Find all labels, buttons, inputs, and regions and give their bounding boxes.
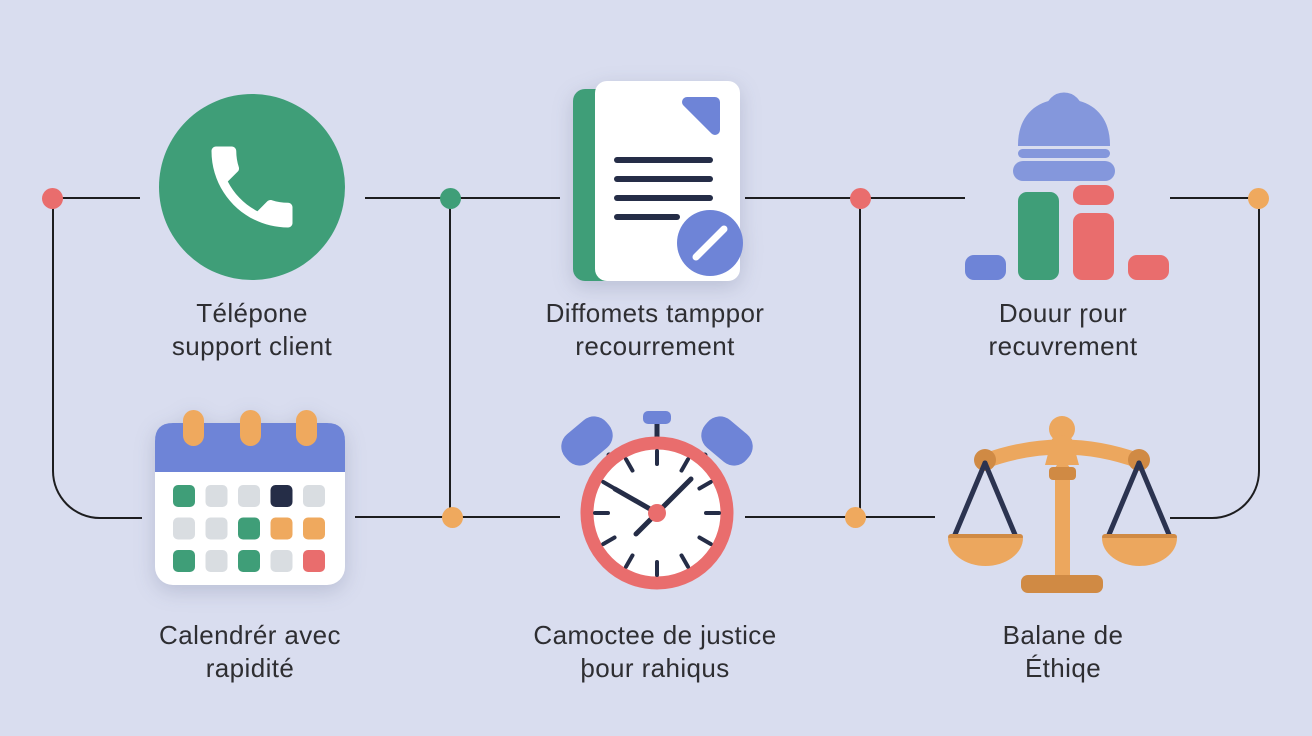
label-line: recuvrement: [988, 331, 1138, 361]
stamp-dome: [1018, 99, 1110, 146]
connector-line: [859, 198, 861, 517]
clock-ticks: [593, 449, 721, 577]
stopwatch-icon: [561, 411, 753, 590]
label-line: Télépone: [196, 298, 308, 328]
connector-curve: [52, 198, 142, 519]
label-stopwatch: Camoctee de justice þour rahiqus: [465, 619, 845, 685]
right-pan: [1102, 538, 1177, 566]
folded-corner: [682, 97, 720, 135]
label-line: Balane de: [1002, 620, 1124, 650]
calendar-day-cells: [173, 485, 325, 572]
connector-line: [365, 197, 560, 199]
stamp-chart-icon: [965, 92, 1169, 280]
label-line: Diffomets tamppor: [545, 298, 765, 328]
scale-base: [1021, 575, 1103, 593]
label-line: þour rahiqus: [580, 653, 730, 683]
label-line: Éthiqe: [1024, 653, 1102, 683]
stamp-base-top: [1018, 149, 1110, 158]
label-line: Calendrér avec: [159, 620, 341, 650]
connector-dot: [442, 507, 463, 528]
phone-handset-glyph: [211, 146, 293, 228]
top-button: [643, 411, 671, 424]
beam-end-left: [974, 449, 996, 471]
calendar-icon: [155, 410, 345, 585]
scale-neck: [1045, 435, 1079, 465]
beam-end-right: [1128, 449, 1150, 471]
connector-curve: [1170, 198, 1260, 519]
document-text-lines: [614, 157, 713, 220]
connector-dot: [850, 188, 871, 209]
label-phone: Télépone support client: [62, 297, 442, 363]
label-line: rapidité: [205, 653, 295, 683]
post-collar: [1049, 467, 1076, 480]
pan-strings: [951, 460, 1173, 540]
right-bell: [701, 416, 753, 466]
left-pan: [948, 538, 1023, 566]
label-balance-scale: Balane de Éthiqe: [873, 619, 1253, 685]
label-line: Camoctee de justice: [533, 620, 777, 650]
label-stamp-chart: Douur ɼour recuvrement: [873, 297, 1253, 363]
connector-line: [449, 198, 451, 517]
connector-dot: [440, 188, 461, 209]
label-calendar: Calendrér avec rapidité: [60, 619, 440, 685]
clock-center-pin: [648, 504, 666, 522]
connector-dot: [845, 507, 866, 528]
balance-scale-icon: [948, 416, 1177, 593]
label-document: Diffomets tamppor recourrement: [465, 297, 845, 363]
mini-bar-chart: [965, 185, 1169, 280]
stamp-base: [1013, 161, 1115, 181]
connector-line: [745, 516, 935, 518]
label-line: support client: [171, 331, 333, 361]
calendar-rings: [183, 410, 317, 446]
connector-dot: [1248, 188, 1269, 209]
connector-dot: [42, 188, 63, 209]
label-line: Douur ɼour: [998, 298, 1128, 328]
pencil-glyph: [692, 225, 728, 261]
document-icon: [573, 81, 743, 281]
left-bell: [561, 416, 613, 466]
scale-post: [1055, 463, 1070, 583]
label-line: recourrement: [575, 331, 735, 361]
scale-finial: [1049, 416, 1075, 442]
phone-icon: [159, 94, 345, 280]
